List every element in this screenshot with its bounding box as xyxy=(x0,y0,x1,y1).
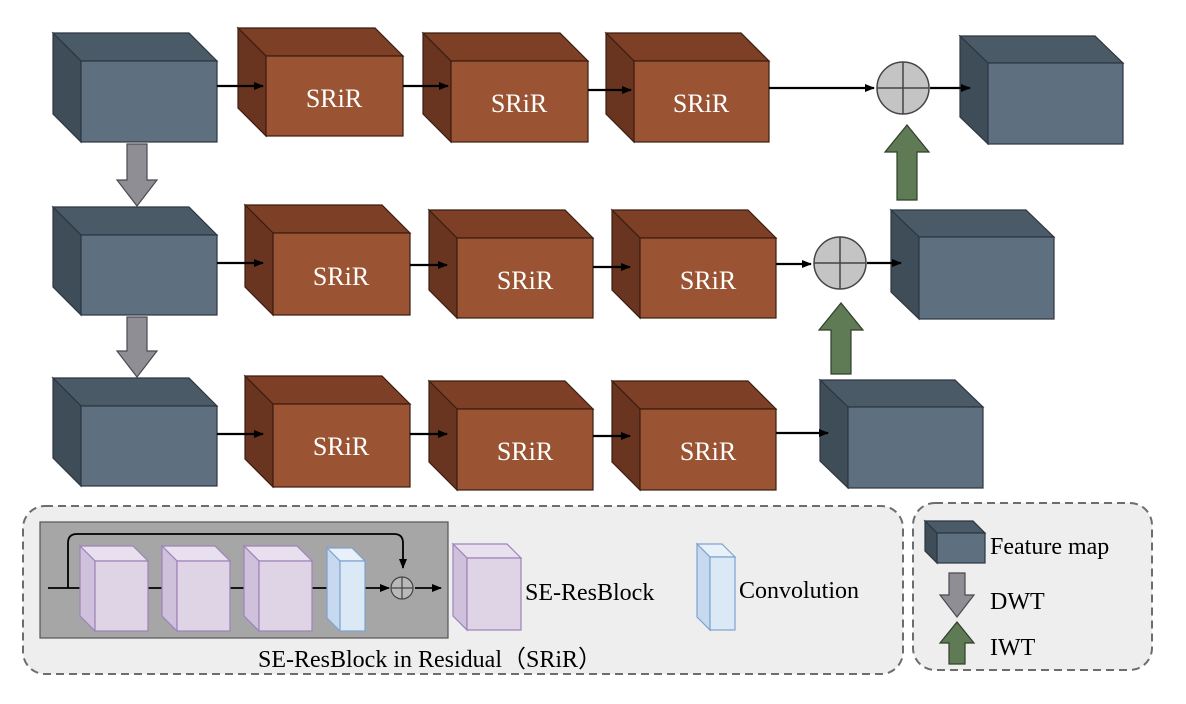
seresblock-cube xyxy=(242,544,314,633)
feature-map-row1-output xyxy=(958,34,1125,146)
legend-feature-map-label: Feature map xyxy=(990,534,1109,560)
feature-map-row2-output xyxy=(889,208,1056,321)
legend-convolution-icon xyxy=(695,542,737,632)
iwt-arrow-icon xyxy=(817,302,865,375)
srir-legend-panel: SE-ResBlock Convolution SE-ResBlock in R… xyxy=(22,505,904,675)
feature-map-row3-input xyxy=(51,376,219,488)
feature-map-row2-input xyxy=(51,205,219,317)
srir-label: SRiR xyxy=(673,89,730,118)
srir-block-r2-1: SRiR xyxy=(243,203,412,317)
legend-convolution-label: Convolution xyxy=(739,578,859,604)
legend-iwt-label: IWT xyxy=(990,635,1036,661)
seresblock-cube xyxy=(78,544,150,633)
srir-label: SRiR xyxy=(497,266,554,295)
srir-block-r1-1: SRiR xyxy=(236,26,405,138)
seresblock-cube xyxy=(160,544,232,633)
add-node-row1 xyxy=(876,61,930,115)
srir-label: SRiR xyxy=(313,262,370,291)
srir-block-r1-2: SRiR xyxy=(421,31,590,144)
srir-label: SRiR xyxy=(491,89,548,118)
srir-label: SRiR xyxy=(306,84,363,113)
add-node-small xyxy=(390,576,414,600)
dwt-arrow-icon xyxy=(115,143,159,207)
dwt-arrow-icon xyxy=(115,316,159,378)
srir-block-r3-2: SRiR xyxy=(427,379,595,492)
symbols-legend-panel: Feature map DWT IWT xyxy=(912,502,1153,671)
add-node-row2 xyxy=(813,236,867,290)
srir-block-r2-3: SRiR xyxy=(610,208,778,320)
feature-map-row3-output xyxy=(818,378,985,490)
legend-seresblock-icon xyxy=(451,542,523,632)
convolution-cube xyxy=(325,546,367,633)
srir-block-r2-2: SRiR xyxy=(427,208,595,320)
srir-label: SRiR xyxy=(680,437,737,466)
legend-feature-map-icon xyxy=(923,519,987,565)
feature-map-row1-input xyxy=(51,31,219,144)
srir-label: SRiR xyxy=(680,266,737,295)
srir-block-r3-3: SRiR xyxy=(610,379,778,492)
legend-dwt-label: DWT xyxy=(990,589,1045,615)
legend-iwt-arrow-icon xyxy=(938,621,976,665)
srir-label: SRiR xyxy=(497,437,554,466)
iwt-arrow-icon xyxy=(883,124,931,201)
legend-dwt-arrow-icon xyxy=(938,572,976,618)
srir-caption: SE-ResBlock in Residual（SRiR） xyxy=(258,647,602,673)
legend-seresblock-label: SE-ResBlock xyxy=(525,580,654,606)
srir-label: SRiR xyxy=(313,432,370,461)
srir-block-r3-1: SRiR xyxy=(243,374,412,489)
srir-block-r1-3: SRiR xyxy=(604,31,771,144)
flow-arrows xyxy=(217,82,971,440)
